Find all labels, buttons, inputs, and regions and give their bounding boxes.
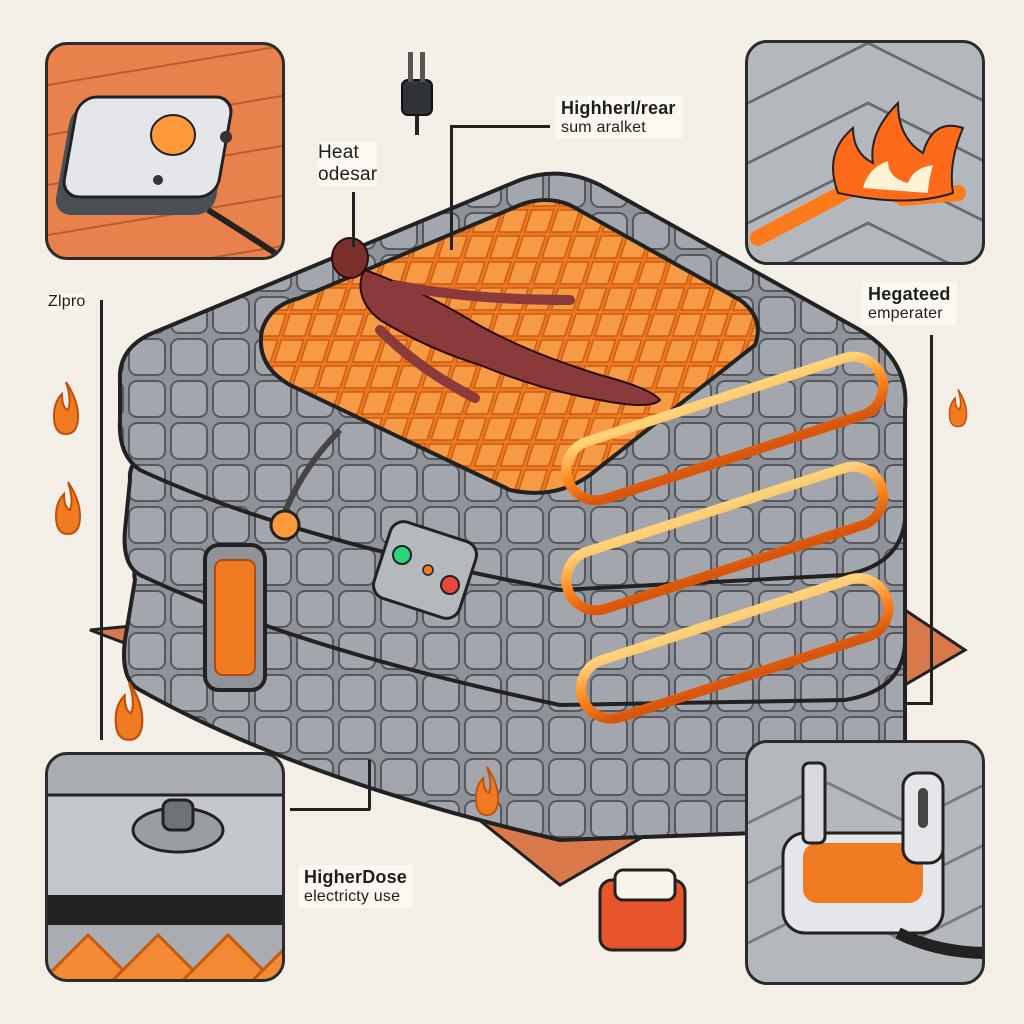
panel-power-adapter xyxy=(745,740,985,985)
person-silhouette xyxy=(331,237,662,406)
flame-icon xyxy=(114,681,144,741)
label-right: Hegateed emperater xyxy=(862,282,957,326)
label-top-right: HighherI/rear sum aralket xyxy=(555,96,682,140)
flame-icon xyxy=(948,389,968,428)
flame-icon xyxy=(832,100,965,202)
label-bottom: HigherDose electricty use xyxy=(298,865,414,909)
flame-icon xyxy=(474,766,500,817)
panel-flame-element xyxy=(745,40,985,265)
panel-button-detail xyxy=(45,752,285,982)
panel-controller xyxy=(45,42,285,260)
flame-icon xyxy=(52,381,80,436)
plug-icon xyxy=(401,52,433,135)
controller-icon xyxy=(55,95,233,215)
label-heat: Heat odesar xyxy=(318,142,378,186)
heating-elements xyxy=(561,351,894,724)
flame-icon xyxy=(54,481,82,536)
power-adapter-icon xyxy=(781,761,945,935)
label-left: Zlpro xyxy=(48,293,86,312)
